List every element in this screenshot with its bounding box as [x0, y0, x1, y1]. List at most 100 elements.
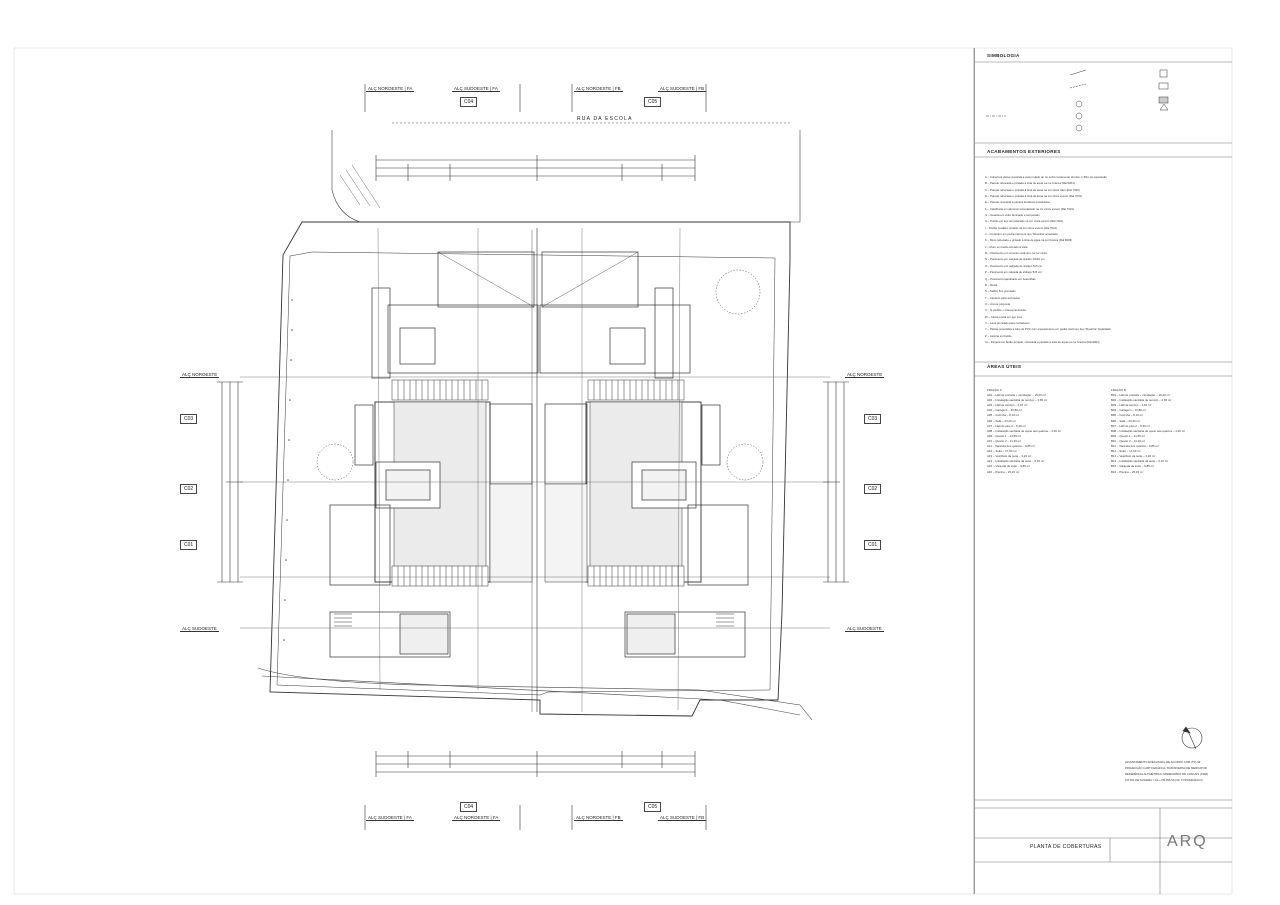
area-item: A14 – Instalação sanitária da suite – 6,…	[987, 459, 1045, 464]
finish-item: F – Caixilharia em alumínio termolacado …	[985, 206, 1074, 211]
elevation-label-left-1: ALÇ NOROESTE	[180, 372, 220, 378]
area-item: B15 – Varanda da suite – 9,85 m²	[1111, 464, 1155, 469]
section-tag: C01	[180, 540, 198, 550]
fraction-b-building	[539, 251, 749, 658]
area-item: A16 – Piscina – 25,15 m²	[987, 469, 1020, 474]
area-item: B08 – Instalação sanitária de apoio aos …	[1111, 428, 1186, 433]
survey-note-line: COTAS DE SOLEIRA = FA + FB 296,50 (CF. T…	[1125, 778, 1203, 782]
site-boundary	[269, 221, 791, 717]
finish-item: M – Pavimento em cimento cerâmico na cor…	[985, 251, 1047, 256]
section-lines	[240, 227, 830, 712]
finish-item: D – Parede rebocada e pintada à tinta de…	[985, 194, 1083, 199]
street-name: RUA DA ESCOLA	[577, 116, 633, 122]
area-item: B16 – Piscina – 25,15 m²	[1111, 469, 1144, 474]
finish-item: Y – Placas revestidas a tubo de PVC com …	[985, 327, 1111, 332]
sheet-border	[13, 47, 1233, 895]
finish-item: K – Muro rebocado e pintado à tinta de á…	[985, 238, 1073, 243]
area-item: A10 – Quarto 2 – 11,20 m²	[987, 438, 1022, 443]
finish-item: X – Lava prensado para contadores	[985, 320, 1030, 325]
symbology-title: SIMBOLOGIA	[987, 53, 1020, 58]
elevation-label-top-1: ALÇ NOROESTE | FA	[366, 86, 415, 92]
section-tag: C02	[864, 484, 882, 494]
areas-title: ÁREAS ÚTEIS	[987, 364, 1022, 369]
finish-item: B – Parede rebocada e pintada à tinta de…	[985, 181, 1075, 186]
finish-item: U – Árvore proposta	[985, 301, 1011, 306]
survey-note-line: LEVANTAMENTO EXECUTADO DE ACORDO COM (TP…	[1125, 760, 1201, 764]
bottom-dimension-chain	[375, 751, 696, 777]
fraction-b-areas: FRAÇÃO B B01 – Hall de entrada + circula…	[1111, 388, 1231, 475]
finish-item: Z – Lâmina em betão	[985, 333, 1012, 338]
symbology-samples	[986, 69, 1169, 132]
elevation-markers	[364, 84, 707, 830]
finish-item: W – Caixa postal em aço inox	[985, 314, 1022, 319]
finish-item: AI – Pérgula em betão armado, rebocada e…	[985, 339, 1100, 344]
area-item: A15 – Varanda da suite – 9,85 m²	[987, 464, 1031, 469]
area-item: B05 – Cozinha – 8,10 m²	[1111, 413, 1143, 418]
elevation-label-bottom-3: ALÇ NOROESTE | FB	[574, 815, 623, 821]
area-item: B03 – Hall de serviço – 4,10 m²	[1111, 403, 1152, 408]
section-tag: C04	[460, 802, 478, 812]
area-item: A08 – Instalação sanitária de apoio aos …	[987, 428, 1062, 433]
area-item: B14 – Instalação sanitária da suite – 6,…	[1111, 459, 1169, 464]
area-item: B10 – Quarto 2 – 11,20 m²	[1111, 438, 1146, 443]
north-arrow-icon	[1181, 726, 1203, 750]
section-tag: C02	[180, 484, 198, 494]
top-dimension-chain	[375, 155, 696, 181]
section-tag: C03	[864, 414, 882, 424]
fraction-a-areas: FRAÇÃO A A01 – Hall de entrada + circula…	[987, 388, 1107, 475]
survey-note-line: REFERÊNCIA ALTIMÉTRICA: MAREGRAFO DE CAS…	[1125, 772, 1208, 776]
area-item: B12 – Suite – 17,60 m²	[1111, 449, 1141, 454]
survey-note-line: PROJECÇÃO CARTOGRÁFICA: TRANSVERSA DE ME…	[1125, 766, 1207, 770]
stairs	[334, 613, 734, 627]
area-item: B01 – Hall de entrada + circulação – 15,…	[1111, 393, 1170, 398]
elevation-label-top-4: ALÇ SUDOESTE | FB	[658, 86, 707, 92]
finish-item: E – Parede revestida a painéis fenólicos…	[985, 200, 1050, 205]
finish-item: C – Parede rebocada e pintada à tinta de…	[985, 187, 1080, 192]
finish-item: A – Cobertura plana revestida a seixo ro…	[985, 175, 1107, 179]
right-dimension-chain	[823, 381, 849, 583]
finish-item: I – Portão metálico pintado na cor cinza…	[985, 225, 1058, 230]
finish-item: Q – Pavimento ajardinado em betonilhas	[985, 276, 1036, 281]
pergola-slat-lines	[397, 380, 679, 586]
fraction-a-title: FRAÇÃO A	[987, 388, 1002, 392]
finish-item: G – Guarda em vidro laminado e temperado	[985, 213, 1040, 218]
finish-item: P – Pavimento em calçada de vidraço 5x5 …	[985, 270, 1042, 275]
section-tag: C01	[864, 540, 882, 550]
sheet-code: ARQ	[1167, 833, 1208, 850]
area-item: A09 – Quarto 1 – 11,55 m²	[987, 433, 1022, 438]
street-edge	[257, 122, 813, 721]
area-item: A02 – Instalação sanitária de serviço – …	[987, 398, 1048, 403]
area-item: A04 – Garagem – 16,80 m²	[987, 408, 1023, 413]
finish-item: T – Canteiro para arvoredos	[985, 295, 1020, 300]
area-item: B04 – Garagem – 16,80 m²	[1111, 408, 1147, 413]
area-item: A11 – Varanda dos quartos – 9,85 m²	[987, 444, 1035, 449]
elevation-label-bottom-2: ALÇ NOROESTE | FA	[452, 815, 501, 821]
finish-item: H – Portão em aço termolacado na cor cin…	[985, 219, 1064, 224]
area-item: A03 – Hall de serviço – 4,10 m²	[987, 403, 1028, 408]
area-item: A13 – Vestíbulo da suite – 3,20 m²	[987, 454, 1032, 459]
proposed-trees	[316, 269, 764, 481]
area-item: A12 – Suite – 17,60 m²	[987, 449, 1017, 454]
elevation-label-right-1: ALÇ NOROESTE	[845, 372, 885, 378]
area-item: A05 – Cozinha – 8,10 m²	[987, 413, 1019, 418]
left-dimension-chain	[217, 381, 243, 583]
section-tag: C05	[644, 802, 662, 812]
elevation-label-bottom-4: ALÇ SUDOESTE | FB	[658, 815, 707, 821]
finish-item: O – Pavimento em calçada de vidraço 5x5 …	[985, 263, 1043, 268]
elevation-label-top-3: ALÇ NOROESTE | FB	[574, 86, 623, 92]
area-item: B06 – Sala – 23,40 m²	[1111, 418, 1140, 423]
section-tag: C05	[644, 97, 662, 107]
finishes-list: A – Cobertura plana revestida a seixo ro…	[985, 174, 1230, 345]
finish-item: S – Saibro fino prensado	[985, 289, 1016, 294]
boundary-hatch	[283, 299, 293, 641]
legend-panel: SIMBOLOGIA ACABAMENTOS EXTERIORES A – Co…	[974, 48, 1233, 894]
finishes-title: ACABAMENTOS EXTERIORES	[987, 149, 1061, 154]
area-item: A06 – Sala – 23,40 m²	[987, 418, 1016, 423]
finish-item: V – Ip pedido + Intercomunicador	[985, 308, 1027, 313]
area-item: B13 – Vestíbulo da suite – 3,20 m²	[1111, 454, 1156, 459]
elevation-label-left-2: ALÇ SUDOESTE	[180, 626, 219, 632]
elevation-label-right-2: ALÇ SUDOESTE	[845, 626, 884, 632]
fraction-a-building	[329, 251, 539, 658]
area-item: B07 – Hall do piso 2 – 5,30 m²	[1111, 423, 1150, 428]
